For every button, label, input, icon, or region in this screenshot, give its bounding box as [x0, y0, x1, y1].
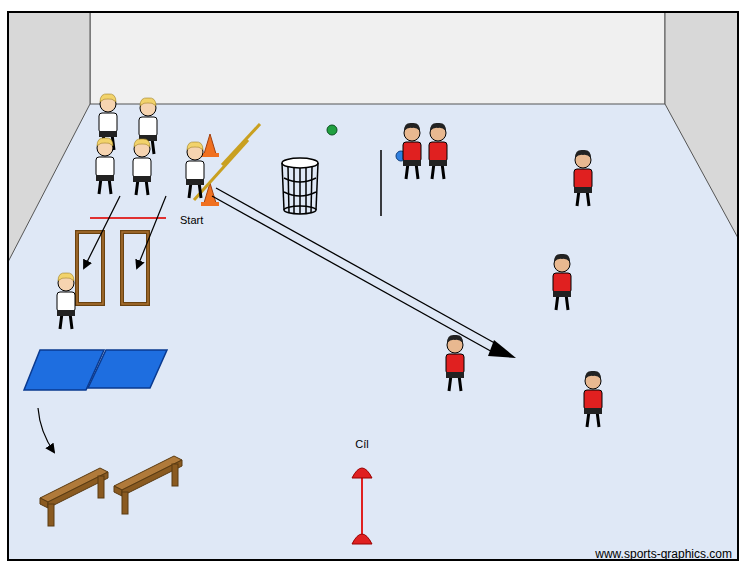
white-team-child	[57, 273, 75, 329]
left-wall	[8, 12, 90, 262]
frame-inner	[77, 232, 103, 304]
ball	[327, 125, 337, 135]
divider-line	[380, 150, 382, 216]
red-team-child	[574, 150, 592, 206]
cone	[201, 134, 219, 157]
floor	[8, 12, 738, 560]
start-label: Start	[180, 214, 203, 226]
white-team-child	[133, 139, 151, 195]
basket	[282, 158, 318, 214]
red-team-child	[403, 123, 421, 179]
red-team-child	[584, 371, 602, 427]
cone	[201, 183, 219, 206]
run-arrow	[212, 188, 516, 358]
move-arrow	[84, 196, 120, 268]
frame-inner	[122, 232, 148, 304]
frame	[8, 12, 738, 560]
gym-mat	[88, 350, 167, 388]
white-team-child	[186, 142, 204, 198]
move-arrow	[137, 196, 166, 268]
finish-label: Cíl	[355, 438, 368, 450]
white-team-child	[96, 138, 114, 194]
finish-cone	[352, 534, 372, 544]
move-arrow	[38, 408, 54, 452]
bench	[40, 468, 108, 526]
gym-stick	[222, 124, 260, 165]
red-team-child	[553, 254, 571, 310]
watermark: www.sports-graphics.com	[595, 548, 732, 561]
finish-line	[361, 472, 363, 536]
bench	[114, 456, 182, 514]
back-wall	[90, 12, 665, 104]
finish-cone	[352, 468, 372, 478]
red-team-child	[429, 123, 447, 179]
red-team-child	[446, 335, 464, 391]
start-line	[90, 217, 166, 219]
right-wall	[665, 12, 738, 238]
